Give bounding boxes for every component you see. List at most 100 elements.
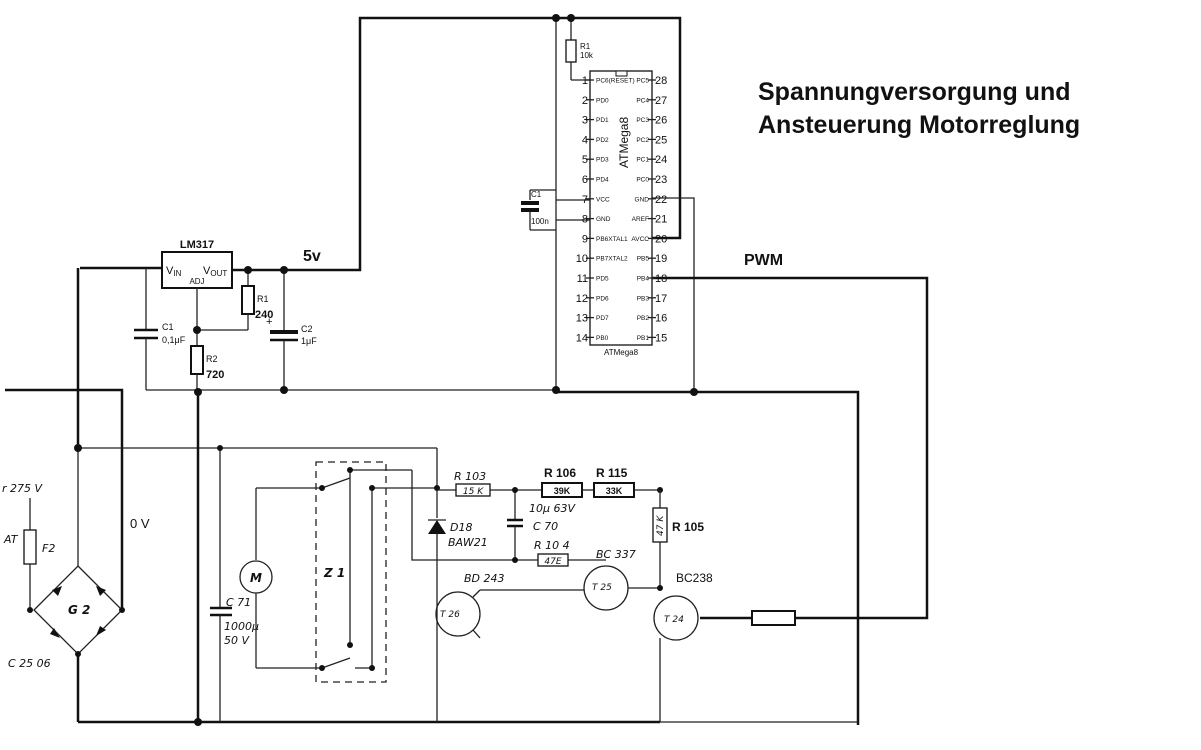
mcu-pin-22-name: GND: [635, 196, 650, 203]
t24-name: T 24: [664, 615, 684, 625]
mcu-pin-9-name: PB6XTAL1: [596, 236, 628, 243]
mcu-pin-14-number: 14: [576, 332, 588, 344]
mcu-pin-4-number: 4: [582, 134, 588, 146]
wires-ground-rail: [5, 388, 860, 725]
switch-z1-label: Z 1: [323, 566, 345, 580]
c71-value-2: 50 V: [224, 634, 250, 647]
resistor-r104: [537, 553, 569, 567]
t26-name: T 26: [440, 610, 460, 620]
transistor-t26: [435, 591, 481, 637]
mcu-pin-6-number: 6: [582, 174, 588, 186]
r2-720: [190, 345, 204, 375]
mcu-pin-12-number: 12: [576, 293, 588, 305]
lm317-adj: ADJ: [189, 277, 204, 286]
d18-name: D18: [450, 521, 472, 534]
mcu-pin-19-number: 19: [655, 253, 667, 265]
atmega8-body: [589, 70, 653, 346]
r104-name: R 10 4: [534, 539, 570, 552]
mcu-c1-plate-top: [521, 201, 539, 205]
switch-z1-frame: [315, 461, 387, 683]
mcu-pin-7-number: 7: [582, 194, 588, 206]
mcu-pin-27-number: 27: [655, 95, 667, 107]
wires-5v-rail: [76, 16, 929, 620]
mcu-pin-19-name: PB5: [637, 256, 650, 263]
mcu-r1-10k: [565, 39, 577, 63]
mcu-pin-17-name: PB3: [637, 295, 650, 302]
lm317-regulator: LM317 VIN VOUT ADJ R1 240 R2 720 C1 0,1μ…: [134, 239, 317, 392]
mcu-pin-3-number: 3: [582, 115, 588, 127]
mcu-pin-25-name: PC2: [636, 137, 649, 144]
bridge-diode-1: [52, 586, 62, 596]
mcu-pin-23-number: 23: [655, 174, 667, 186]
mcu-pin-2-number: 2: [582, 95, 588, 107]
lm317-vin: VIN: [166, 265, 182, 278]
atmega8-notch: [615, 70, 628, 77]
supply-label: r 275 V: [2, 482, 44, 495]
atmega8-footer: ATMega8: [604, 348, 639, 357]
r1-value: 240: [255, 309, 273, 321]
title-line-1: Spannungversorgung und: [758, 78, 1071, 106]
r105-name: R 105: [672, 520, 704, 534]
r1-240: [241, 285, 255, 315]
mcu-pin-20-name: AVCC: [631, 236, 649, 243]
r2-name: R2: [206, 354, 218, 364]
r104-value: 47E: [544, 557, 561, 567]
mcu-pin-6-name: PD4: [596, 177, 609, 184]
mcu-pin-28-number: 28: [655, 75, 667, 87]
mcu-pin-16-name: PB2: [637, 315, 650, 322]
mcu-c1-name: C1: [531, 190, 542, 199]
mcu-pin-23-name: PC0: [636, 177, 649, 184]
r103-value: 15 K: [463, 487, 484, 497]
transistor-t24: [653, 595, 699, 641]
mcu-pin-21-number: 21: [655, 214, 667, 226]
mcu-r1-value: 10k: [580, 51, 594, 60]
mcu-pin-8-name: GND: [596, 216, 611, 223]
fuse-name: F2: [42, 542, 55, 555]
mcu-pin-18-name: PB4: [637, 276, 650, 283]
bridge-diode-2: [96, 586, 106, 596]
label-0v: 0 V: [130, 516, 150, 531]
mcu-pin-8-number: 8: [582, 214, 588, 226]
mcu-pin-4-name: PD2: [596, 137, 609, 144]
c70-name: C 70: [533, 520, 558, 533]
mcu-pin-24-number: 24: [655, 154, 667, 166]
t25-type: BC 337: [596, 548, 636, 561]
mcu-pin-1-number: 1: [582, 75, 588, 87]
rectifier-section: r 275 V AT F2 G 2 C 25 06: [2, 444, 660, 724]
mcu-pin-16-number: 16: [655, 313, 667, 325]
resistor-pwm-base: [751, 610, 796, 626]
mcu-pin-15-number: 15: [655, 332, 667, 344]
r2-value: 720: [206, 369, 224, 381]
fuse-prefix: AT: [3, 533, 19, 546]
motor-driver-section: C 71 1000μ 50 V M Z 1 D18 BAW21: [210, 448, 858, 723]
c1-value: 0,1μF: [162, 335, 186, 345]
r106-value: 39K: [554, 486, 571, 496]
mcu-pin-10-number: 10: [576, 253, 588, 265]
rectifier-part: C 25 06: [8, 657, 51, 670]
r115-name: R 115: [596, 466, 628, 480]
junction-dots: [193, 14, 698, 726]
mcu-pin-25-number: 25: [655, 134, 667, 146]
c71-name: C 71: [226, 596, 251, 609]
d18-type: BAW21: [448, 536, 488, 549]
bridge-diode-3: [50, 628, 60, 638]
c2-plus: +: [266, 316, 272, 328]
mcu-pin-28-name: PC5: [636, 78, 649, 85]
bridge-diode-4: [96, 626, 106, 636]
c1-name: C1: [162, 322, 174, 332]
c2-plate-top: [270, 330, 298, 334]
t24-type: BC238: [676, 571, 713, 585]
mcu-pin-26-number: 26: [655, 115, 667, 127]
c71-value-1: 1000μ: [224, 620, 259, 633]
mcu-pin-3-name: PD1: [596, 117, 609, 124]
mcu-pin-10-name: PB7XTAL2: [596, 256, 628, 263]
mcu-pin-15-name: PB1: [637, 335, 650, 342]
mcu-pin-13-number: 13: [576, 313, 588, 325]
mcu-pin-18-number: 18: [655, 273, 667, 285]
lm317-vout: VOUT: [203, 265, 227, 278]
lm317-body: [161, 251, 233, 289]
fuse-f2: [23, 529, 37, 565]
